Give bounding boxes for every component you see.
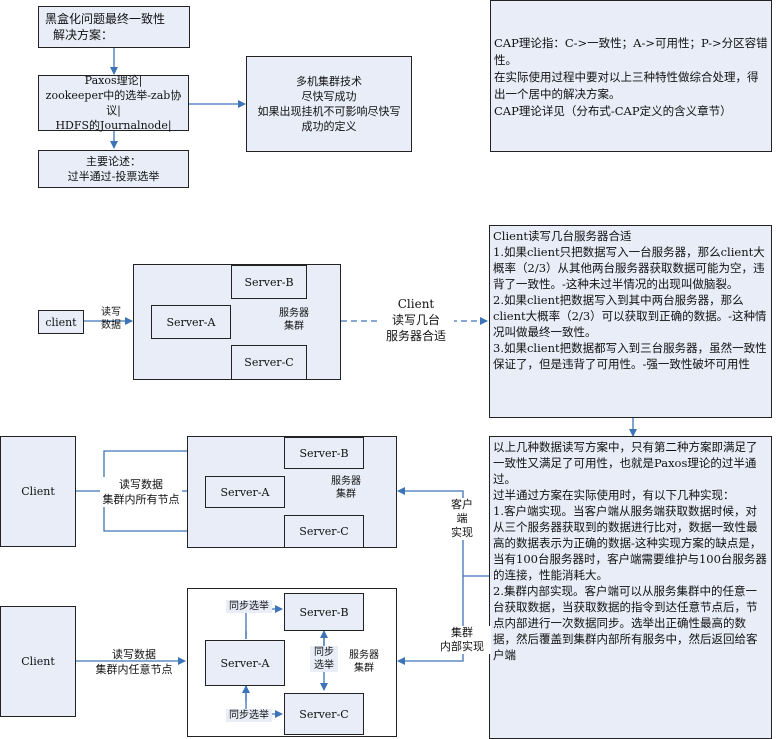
server-a-3: Server-A: [205, 640, 285, 686]
problem-line-1: 黑盒化问题最终一致性: [45, 12, 166, 26]
explain1-title: Client读写几台服务器合适: [493, 229, 632, 243]
impl-label-client: 客户 端 实现: [440, 498, 484, 540]
cluster-label-3-line-1: 服务器: [349, 650, 379, 661]
explain2-box: 以上几种数据读写方案中，只有第二种方案即满足了一致性又满足了可用性，也就是Pax…: [489, 436, 772, 739]
problem-line-2: 解决方案：: [53, 28, 114, 42]
server-c-2: Server-C: [284, 515, 364, 548]
client-box-2: Client: [0, 436, 76, 547]
edge-label-2-line-1: 读写数据: [119, 478, 163, 491]
theory-line-3: HDFS的Journalnode|: [55, 119, 172, 132]
server-b-2: Server-B: [284, 437, 364, 469]
server-b-3: Server-B: [284, 593, 364, 631]
server-b-3-label: Server-B: [299, 605, 349, 619]
explain1-item-3: 3.如果client把数据都写入到三台服务器，虽然一致性保证了，但是违背了可用性…: [493, 341, 767, 371]
server-c-1: Server-C: [231, 345, 307, 380]
server-a-2-label: Server-A: [220, 485, 270, 499]
server-c-3: Server-C: [284, 693, 364, 735]
cluster-label-2-line-2: 集群: [336, 489, 356, 500]
tech-line-2: 尽快写成功: [301, 90, 357, 103]
explain2-para-4: 2.集群内部实现。客户端可以从服务集群中的任意一台获取数据，当获取数据的指令到达…: [493, 584, 758, 662]
server-a-3-label: Server-A: [220, 656, 270, 670]
edge-label-1-line-2: 数据: [101, 320, 121, 331]
sync-label-mid-line-2: 选举: [314, 660, 334, 671]
edge-label-3-line-1: 读写数据: [112, 648, 156, 661]
client-box-3: Client: [0, 606, 76, 717]
cluster-label-2: 服务器 集群: [328, 475, 364, 501]
cluster-label-3-line-2: 集群: [354, 663, 374, 674]
edge-label-2: 读写数据 集群内所有节点: [100, 477, 182, 507]
tech-line-3: 如果出现挂机不可影响尽快写: [257, 105, 401, 118]
question-line-2: 读写几台: [391, 313, 440, 327]
cap-box: CAP理论指：C->一致性；A->可用性；P->分区容错性。 在实际使用过程中要…: [490, 0, 772, 152]
server-c-3-label: Server-C: [299, 707, 349, 721]
cluster-label-3: 服务器 集群: [346, 649, 382, 675]
cluster-label-1-line-2: 集群: [284, 321, 304, 332]
problem-box: 黑盒化问题最终一致性 解决方案：: [38, 6, 190, 48]
theory-line-1: Paxos理论|: [84, 74, 143, 87]
tech-line-4: 成功的定义: [301, 120, 357, 133]
theory-line-2: zookeeper中的选举-zab协议|: [45, 89, 182, 117]
sync-label-bottom: 同步选举: [226, 709, 272, 722]
explain2-para-1: 以上几种数据读写方案中，只有第二种方案即满足了一致性又满足了可用性，也就是Pax…: [493, 440, 758, 486]
impl-label-cluster-line-1: 集群: [451, 626, 473, 639]
impl-label-cluster-line-2: 内部实现: [440, 640, 484, 653]
cap-para-2: 在实际使用过程中要对以上三种特性做综合处理，得出一个居中的解决方案。: [494, 70, 759, 101]
cluster-2: Server-B Server-A Server-C 服务器 集群: [187, 436, 397, 548]
sync-label-top: 同步选举: [226, 600, 272, 613]
cap-para-3: CAP理论详见（分布式-CAP定义的含义章节）: [494, 104, 732, 118]
tech-box: 多机集群技术 尽快写成功 如果出现挂机不可影响尽快写 成功的定义: [246, 56, 412, 152]
edge-label-3: 读写数据 集群内任意节点: [90, 647, 178, 677]
tech-line-1: 多机集群技术: [296, 75, 362, 88]
sync-label-mid: 同步 选举: [310, 646, 338, 672]
explain1-box: Client读写几台服务器合适 1.如果client只把数据写入一台服务器，那么…: [489, 225, 772, 418]
server-c-1-label: Server-C: [244, 356, 294, 369]
cap-para-1: CAP理论指：C->一致性；A->可用性；P->分区容错性。: [494, 36, 768, 67]
client-label-3: Client: [21, 655, 55, 668]
impl-label-cluster: 集群 内部实现: [433, 626, 491, 654]
cluster-3: Server-B Server-A Server-C 服务器 集群: [187, 588, 397, 737]
question-line-3: 服务器合适: [385, 329, 446, 343]
server-a-2: Server-A: [205, 476, 285, 508]
cluster-label-1: 服务器 集群: [276, 307, 312, 333]
cluster-1: Server-B Server-A Server-C 服务器 集群: [133, 264, 341, 380]
argument-line-1: 主要论述：: [86, 155, 141, 168]
cluster-label-1-line-1: 服务器: [279, 308, 309, 319]
server-a-1: Server-A: [151, 305, 231, 339]
explain2-para-2: 过半通过方案在实际使用时，有以下几种实现：: [493, 488, 735, 502]
client-label-1: client: [45, 315, 77, 329]
theory-box: Paxos理论| zookeeper中的选举-zab协议| HDFS的Journ…: [38, 74, 189, 132]
server-a-1-label: Server-A: [166, 315, 216, 329]
server-b-1-label: Server-B: [244, 275, 294, 289]
cluster-label-2-line-1: 服务器: [331, 476, 361, 487]
question-label: Client 读写几台 服务器合适: [378, 296, 454, 344]
argument-box: 主要论述： 过半通过-投票选举: [38, 150, 189, 188]
client-box-1: client: [38, 310, 84, 334]
question-line-1: Client: [397, 297, 435, 311]
edge-label-3-line-2: 集群内任意节点: [95, 663, 173, 676]
explain1-item-1: 1.如果client只把数据写入一台服务器，那么client大概率（2/3）从其…: [493, 245, 765, 291]
server-b-2-label: Server-B: [299, 446, 349, 460]
explain1-item-2: 2.如果client把数据写入到其中两台服务器，那么client大概率（2/3）…: [493, 293, 767, 339]
impl-label-client-line-2: 端: [456, 512, 468, 525]
edge-label-1-line-1: 读写: [101, 307, 121, 318]
argument-line-2: 过半通过-投票选举: [67, 170, 160, 183]
server-c-2-label: Server-C: [299, 525, 349, 538]
edge-label-1: 读写 数据: [96, 306, 126, 332]
sync-label-mid-line-1: 同步: [314, 647, 334, 658]
impl-label-client-line-1: 客户: [451, 498, 473, 511]
impl-label-client-line-3: 实现: [451, 526, 473, 539]
server-b-1: Server-B: [231, 265, 307, 299]
edge-label-2-line-2: 集群内所有节点: [102, 493, 180, 506]
explain2-para-3: 1.客户端实现。当客户端从服务端获取数据时候，对从三个服务器获取到的数据进行比对…: [493, 504, 767, 582]
client-label-2: Client: [21, 485, 55, 498]
